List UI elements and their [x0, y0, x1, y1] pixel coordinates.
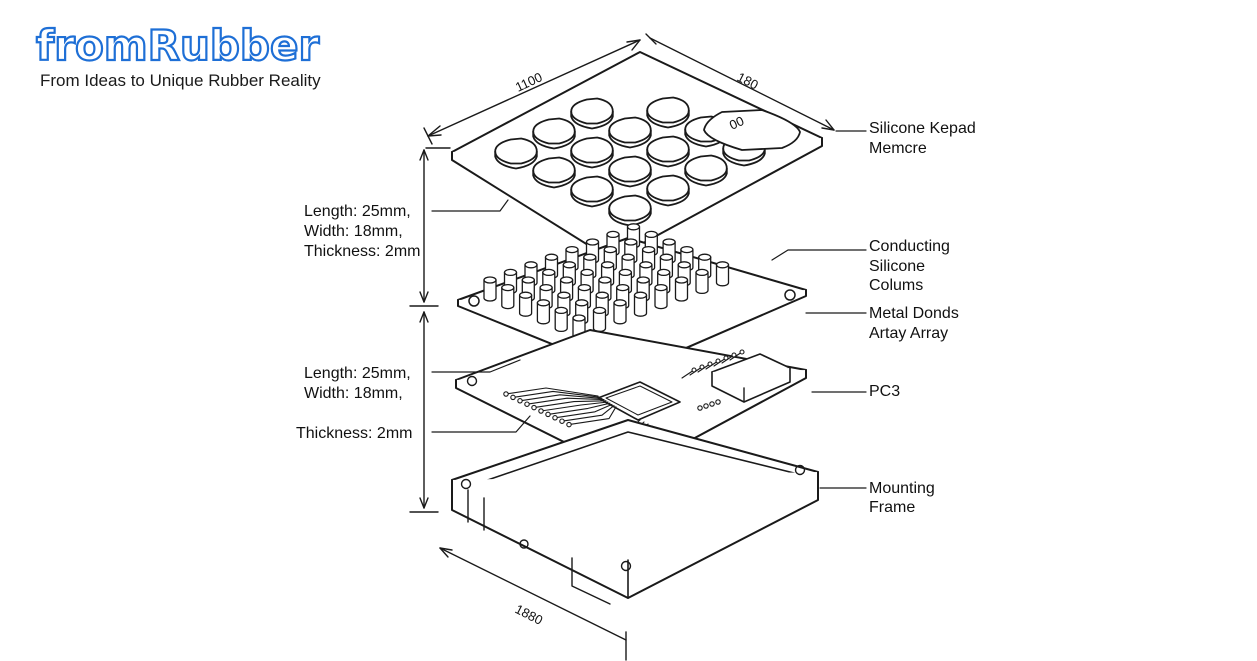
key-marking: 00	[727, 113, 746, 133]
mount-hole	[794, 464, 806, 476]
spec-upper-width: Width: 18mm,	[304, 223, 403, 240]
logo-text: fromRubber	[36, 21, 319, 70]
brand-tagline: From Ideas to Unique Rubber Reality	[40, 71, 321, 90]
silicone-column	[633, 294, 648, 317]
leader-lines	[431, 130, 867, 489]
pcb-pad	[739, 349, 745, 355]
keypad-key	[646, 135, 690, 163]
keypad-keys	[494, 96, 801, 227]
pcb-pad	[703, 403, 709, 409]
brand-logo: fromRubber	[35, 20, 321, 71]
mount-hole	[460, 478, 472, 490]
keypad-key	[570, 136, 614, 164]
silicone-column	[674, 279, 689, 302]
pcb-trace	[561, 405, 615, 422]
dimension-lines	[409, 33, 835, 661]
keypad-key	[646, 96, 690, 124]
keypad-key	[532, 156, 576, 184]
label-columns-line2: Silicone	[869, 258, 925, 275]
silicone-columns	[483, 223, 730, 340]
pcb-pad	[503, 391, 509, 397]
pcb-trace	[540, 401, 609, 412]
silicone-column	[654, 286, 668, 310]
mount-hole	[620, 560, 632, 572]
conducting-columns-layer	[457, 223, 807, 375]
spec-lower-width: Width: 18mm,	[304, 385, 403, 402]
label-columns-line1: Conducting	[869, 238, 950, 255]
spec-upper-thickness: Thickness: 2mm	[304, 243, 420, 260]
keypad-key	[532, 117, 576, 145]
dim-top-right: 180	[735, 69, 761, 92]
keypad-key	[608, 116, 652, 144]
pcb-trace	[526, 397, 605, 405]
label-keypad-line1: Silicone Kepad	[869, 120, 976, 137]
keypad-key	[570, 175, 614, 203]
pcb-pad	[545, 411, 551, 418]
pcb-trace	[512, 390, 601, 398]
spec-lower-thickness: Thickness: 2mm	[296, 425, 412, 442]
pcb-pad	[697, 405, 703, 411]
pcb-pad	[538, 408, 544, 414]
pcb-trace	[519, 394, 603, 402]
pcb-pad	[709, 401, 715, 407]
pcb-pad	[552, 415, 558, 421]
pcb-pad	[531, 404, 537, 411]
label-frame-line1: Mounting	[869, 480, 935, 497]
silicone-column	[483, 279, 497, 302]
pcb-trace	[568, 406, 617, 426]
pcb-trace	[505, 387, 599, 397]
label-frame-line2: Frame	[869, 499, 915, 516]
pcb-trace	[533, 400, 607, 409]
silicone-keypad-membrane: 00	[451, 51, 823, 261]
silicone-column	[536, 302, 551, 325]
pcb-pad	[510, 394, 516, 401]
mount-hole	[784, 289, 796, 301]
silicone-column	[501, 286, 515, 310]
keypad-key	[494, 137, 538, 165]
pcb-pad	[559, 418, 565, 424]
label-metal-line2: Artay Array	[869, 325, 948, 342]
pcb-trace	[547, 402, 611, 415]
label-columns-line3: Colums	[869, 277, 923, 294]
keypad-key-wide	[703, 109, 801, 151]
pcb-chip	[597, 381, 681, 421]
mounting-frame	[451, 419, 819, 605]
pcb-pad	[715, 399, 721, 405]
label-pcb: PC3	[869, 383, 900, 400]
mount-hole	[466, 375, 478, 387]
label-keypad-line2: Memcre	[869, 140, 927, 157]
keypad-key	[684, 154, 728, 182]
pcb-pad	[566, 421, 572, 428]
keypad-key	[570, 97, 614, 125]
label-metal-line1: Metal Donds	[869, 305, 959, 322]
keypad-key	[646, 174, 690, 202]
pcb-trace	[554, 403, 613, 419]
pcb-pad	[524, 401, 530, 407]
keypad-key	[608, 155, 652, 183]
pcb-pad	[517, 398, 523, 404]
spec-upper-length: Length: 25mm,	[304, 203, 411, 220]
silicone-column	[613, 302, 627, 325]
silicone-column	[554, 309, 568, 333]
spec-lower-length: Length: 25mm,	[304, 365, 411, 382]
silicone-column	[518, 294, 533, 317]
keypad-key	[608, 194, 652, 222]
dim-bottom: 1880	[513, 601, 546, 627]
mount-hole	[468, 295, 480, 307]
silicone-column	[715, 264, 730, 287]
silicone-column	[695, 271, 709, 295]
